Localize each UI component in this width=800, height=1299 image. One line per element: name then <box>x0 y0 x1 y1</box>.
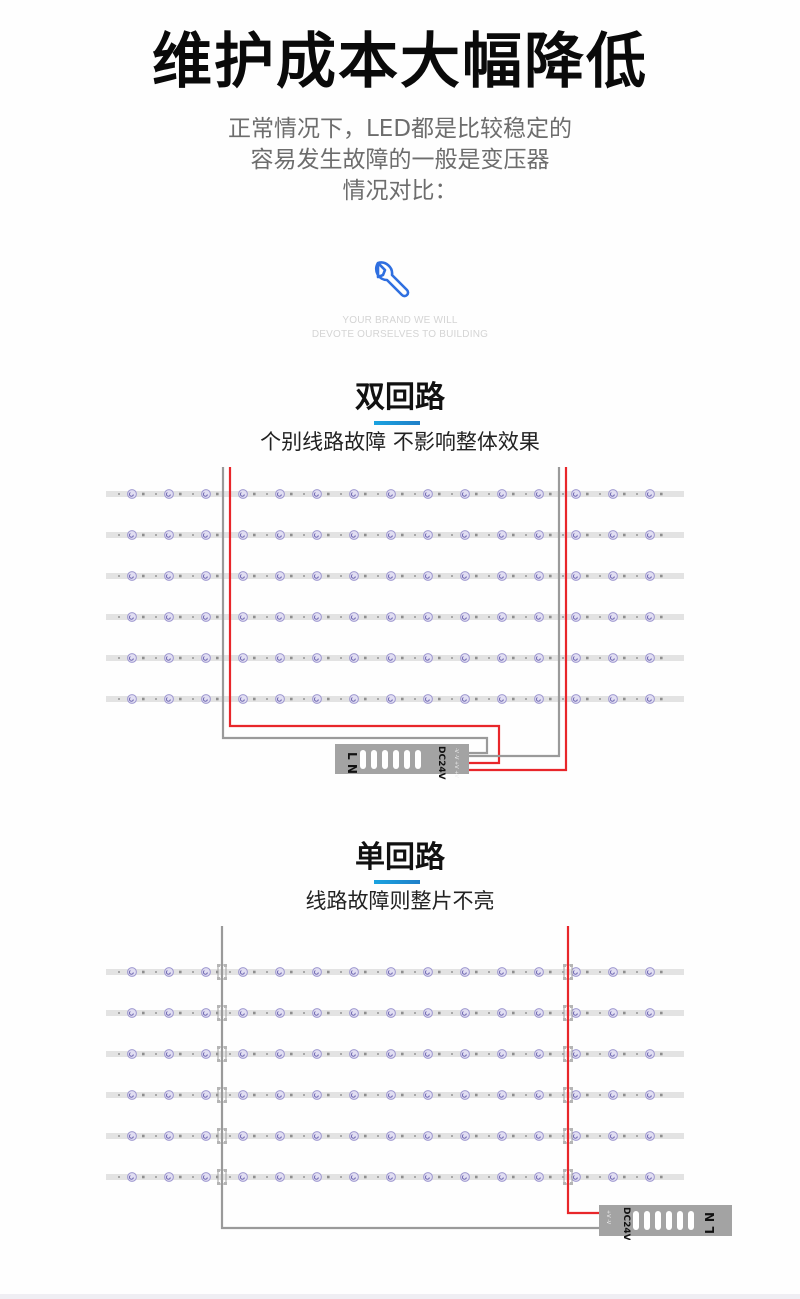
section-accent-bar <box>374 421 420 425</box>
svg-text:DC24V: DC24V <box>621 1207 631 1240</box>
led-strips <box>106 490 684 704</box>
section-accent-bar <box>374 880 420 884</box>
svg-text:L N: L N <box>703 1212 717 1234</box>
led-strips <box>106 968 684 1182</box>
power-driver-single: +V -V DC24V L N <box>599 1205 732 1240</box>
svg-text:-V -V +V +V: -V -V +V +V <box>453 748 459 778</box>
intro-line-1: 正常情况下，LED都是比较稳定的 <box>227 116 573 142</box>
tagline-line-2: DEVOTE OURSELVES TO BUILDING <box>311 329 489 340</box>
intro-text: 正常情况下，LED都是比较稳定的 容易发生故障的一般是变压器 情况对比： <box>0 114 800 207</box>
footer-divider <box>0 1294 800 1299</box>
power-driver-double: L N DC24V -V -V +V +V <box>335 744 469 780</box>
double-circuit-diagram: L N DC24V -V -V +V +V <box>0 467 800 780</box>
svg-text:DC24V: DC24V <box>436 746 446 780</box>
intro-line-2: 容易发生故障的一般是变压器 <box>250 147 550 173</box>
wrench-icon <box>374 261 410 298</box>
svg-text:L N: L N <box>345 752 359 774</box>
page-title: 维护成本大幅降低 <box>152 27 648 97</box>
section-desc-double-circuit: 个别线路故障 不影响整体效果 <box>260 430 540 454</box>
section-title-single-circuit: 单回路 <box>355 840 445 875</box>
single-circuit-diagram: +V -V DC24V L N <box>0 926 732 1240</box>
section-desc-single-circuit: 线路故障则整片不亮 <box>305 889 495 913</box>
intro-line-3: 情况对比： <box>342 178 458 204</box>
section-title-double-circuit: 双回路 <box>355 380 445 415</box>
brand-tagline: YOUR BRAND WE WILL DEVOTE OURSELVES TO B… <box>0 314 800 342</box>
tagline-line-1: YOUR BRAND WE WILL <box>342 315 458 326</box>
svg-text:+V -V: +V -V <box>605 1210 611 1225</box>
strip-connectors <box>216 963 574 1186</box>
